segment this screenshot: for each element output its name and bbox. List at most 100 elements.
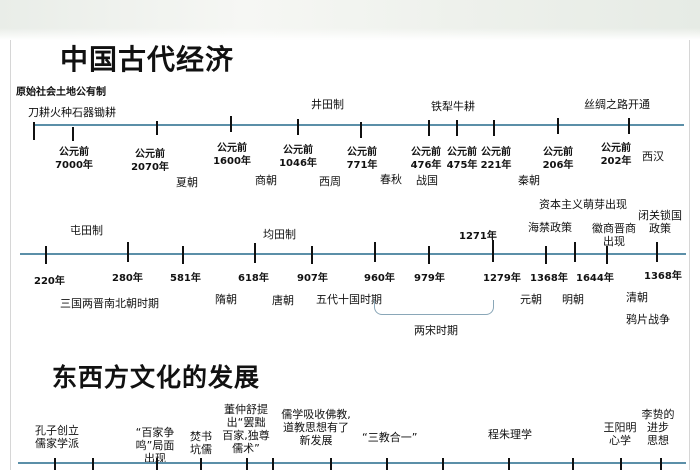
culture-dong-zhongshu: 董仲舒提 出“罢黜 百家,独尊 儒术” [222, 403, 270, 455]
date-907: 907年 [297, 273, 328, 284]
tick-1046bc [297, 119, 299, 135]
label-juntian: 均田制 [263, 228, 296, 241]
tick-culture-13 [660, 458, 662, 470]
tick-476bc [428, 120, 430, 136]
date-2070bc: 公元前 2070年 [131, 149, 169, 173]
frame-left-border [10, 40, 11, 470]
tick-960 [374, 242, 376, 262]
date-280: 280年 [112, 273, 143, 284]
period-xia: 夏朝 [176, 176, 198, 189]
tick-culture-8 [386, 458, 388, 470]
period-qing: 清朝 [626, 291, 648, 304]
section-title-economy: 中国古代经济 [60, 43, 235, 76]
heading-primitive-land: 原始社会土地公有制 [16, 87, 106, 98]
date-202bc: 公元前 202年 [600, 143, 632, 167]
date-221bc: 公元前 221年 [480, 147, 512, 171]
period-song: 两宋时期 [414, 324, 458, 337]
period-western-zhou: 西周 [319, 175, 341, 188]
tick-culture-2 [92, 458, 94, 470]
tick-206bc [557, 118, 559, 134]
period-spring-autumn: 春秋 [380, 173, 402, 186]
timeline3-axis [18, 462, 686, 464]
tick-1271 [492, 240, 494, 262]
label-1271: 1271年 [459, 231, 497, 242]
tick-culture-4 [200, 458, 202, 470]
song-bracket [374, 300, 494, 315]
header-decoration [0, 0, 700, 40]
date-1046bc: 公元前 1046年 [279, 145, 317, 169]
frame-right-border [689, 40, 690, 470]
label-sea-ban: 海禁政策 [528, 221, 572, 234]
tick-618 [254, 243, 256, 263]
period-ming: 明朝 [562, 293, 584, 306]
tick-1644 [606, 246, 608, 264]
label-capitalism-sprouts: 资本主义萌芽出现 [539, 198, 627, 211]
tick-2070bc [156, 121, 158, 135]
tick-culture-10 [508, 458, 510, 470]
tick-1368 [574, 242, 576, 262]
tick-1279 [545, 246, 547, 264]
timeline1-axis [34, 124, 684, 126]
tick-221bc [493, 120, 495, 136]
date-1368-end: 1368年 [644, 271, 682, 282]
tick-7000bc [72, 127, 74, 141]
tick-475bc [456, 120, 458, 136]
tick-culture-7 [330, 458, 332, 470]
tick-979 [428, 246, 430, 264]
period-opium-war: 鸦片战争 [626, 313, 670, 326]
section-title-culture: 东西方文化的发展 [52, 363, 261, 392]
tick-culture-6 [272, 458, 274, 470]
culture-confucius: 孔子创立 儒家学派 [35, 424, 79, 450]
tick-581 [182, 246, 184, 264]
period-sui: 隋朝 [215, 293, 237, 306]
culture-cheng-zhu: 程朱理学 [488, 428, 532, 441]
culture-wang-yangming: 王阳明 心学 [603, 421, 637, 447]
date-960: 960年 [364, 273, 395, 284]
period-western-han: 西汉 [642, 150, 664, 163]
label-iron-plough: 铁犁牛耕 [431, 100, 475, 113]
label-well-field: 井田制 [311, 98, 344, 111]
period-five-dynasties: 五代十国时期 [316, 293, 382, 306]
date-581: 581年 [170, 273, 201, 284]
date-1279: 1279年 [483, 273, 521, 284]
date-771bc: 公元前 771年 [346, 147, 378, 171]
period-yuan: 元朝 [520, 293, 542, 306]
date-618: 618年 [238, 273, 269, 284]
tick-771bc [360, 122, 362, 138]
period-shang: 商朝 [255, 174, 277, 187]
date-7000bc: 公元前 7000年 [55, 147, 93, 171]
culture-book-burning: 焚书 坑儒 [190, 430, 212, 456]
tick-1600bc [230, 116, 232, 132]
date-220: 220年 [34, 276, 65, 287]
tick-1368-end [656, 242, 658, 262]
date-476bc: 公元前 476年 [410, 147, 442, 171]
tick-907 [311, 246, 313, 264]
period-tang: 唐朝 [272, 294, 294, 307]
tick-culture-5 [246, 458, 248, 470]
label-tuntian: 屯田制 [70, 224, 103, 237]
tick-202bc [628, 118, 630, 134]
label-silk-road: 丝绸之路开通 [584, 98, 650, 111]
tick-220 [45, 246, 47, 264]
label-slash-and-burn: 刀耕火种石器锄耕 [28, 106, 116, 119]
culture-three-teachings: “三教合一” [362, 431, 418, 444]
period-qin: 秦朝 [518, 174, 540, 187]
date-1600bc: 公元前 1600年 [213, 143, 251, 167]
tick-culture-1 [54, 458, 56, 470]
label-closed-door: 闭关锁国 政策 [638, 209, 682, 235]
period-warring-states: 战国 [416, 174, 438, 187]
label-merchants: 徽商晋商 出现 [592, 222, 636, 248]
date-475bc: 公元前 475年 [446, 147, 478, 171]
timeline2-axis [20, 253, 686, 255]
tick-culture-3 [156, 458, 158, 470]
tick-culture-11 [572, 458, 574, 470]
timeline1-start-tick [33, 122, 35, 140]
date-206bc: 公元前 206年 [542, 147, 574, 171]
period-three-kingdoms: 三国两晋南北朝时期 [60, 297, 159, 310]
culture-li-zhi: 李贽的 进步 思想 [641, 408, 675, 447]
date-1368: 1368年 [530, 273, 568, 284]
tick-culture-12 [620, 458, 622, 470]
date-1644: 1644年 [576, 273, 614, 284]
culture-confucianism-buddhism: 儒学吸收佛教, 道教思想有了 新发展 [281, 408, 351, 447]
culture-hundred-schools: “百家争 鸣”局面 出现 [135, 426, 175, 465]
